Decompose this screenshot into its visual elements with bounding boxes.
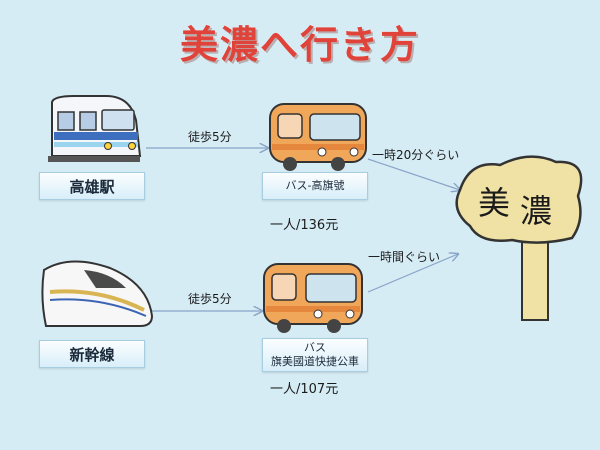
train-icon	[48, 95, 142, 162]
walk-time: 徒歩5分	[188, 292, 232, 306]
destination-char-2: 濃	[520, 192, 553, 230]
bus-route-label: バス 旗美國道快捷公車	[262, 338, 368, 372]
station-label: 高雄駅	[39, 172, 145, 200]
bus-duration: 一時間ぐらい	[368, 250, 441, 264]
fare: 一人/107元	[270, 382, 339, 397]
bus-duration: 一時20分ぐらい	[372, 148, 460, 162]
bus-route-line1: バス	[304, 341, 326, 354]
bus-icon	[263, 263, 363, 333]
station-label: 新幹線	[39, 340, 145, 368]
bus-arrow-2	[367, 254, 458, 293]
walk-time: 徒歩5分	[188, 130, 232, 144]
destination-char-1: 美	[478, 184, 511, 222]
bus-arrow-1	[367, 158, 460, 190]
bus-route-line2: 旗美國道快捷公車	[271, 355, 359, 368]
page-title: 美濃へ行き方	[179, 23, 420, 67]
fare: 一人/136元	[270, 218, 339, 233]
bus-icon	[269, 103, 367, 171]
signpost-icon	[455, 155, 583, 321]
bus-route-label: バス-高旗號	[262, 172, 368, 200]
shinkansen-icon	[41, 260, 154, 327]
